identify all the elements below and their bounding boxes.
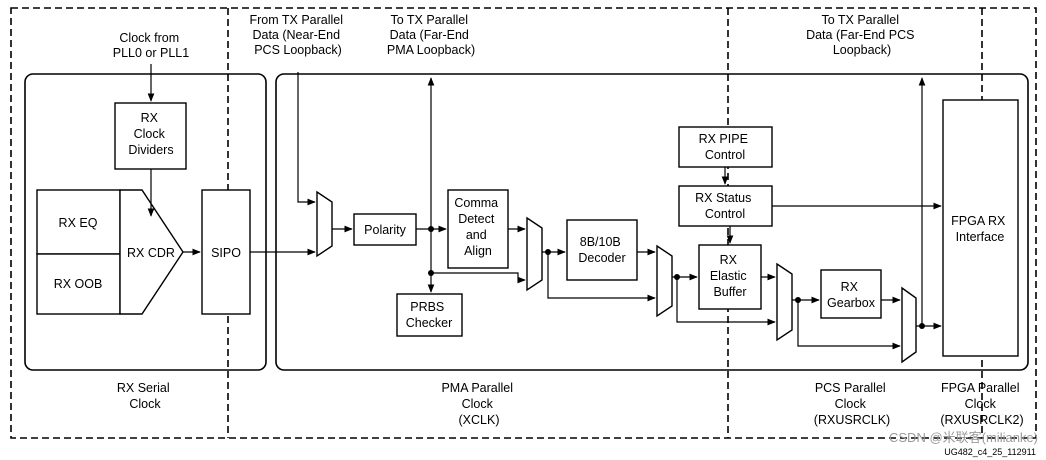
outer-dashed-frame [10, 7, 1037, 439]
comma-detect-block [447, 189, 509, 269]
rx-eq-text: RX EQ [59, 216, 98, 230]
fpga-parallel-clock-label: FPGA Parallel Clock (RXUSRCLK2) [940, 381, 1023, 427]
fpga-rx-interface-block [942, 99, 1019, 357]
sipo-block [201, 189, 251, 315]
decoder-8b10b-text: 8B/10B Decoder [578, 235, 625, 265]
comma-detect-text: Comma Detect and Align [454, 196, 501, 258]
rx-oob-text: RX OOB [54, 277, 103, 291]
rx-elastic-buffer-text: RX Elastic Buffer [710, 253, 750, 299]
to-tx-far-pma-label: To TX Parallel Data (Far-End PMA Loopbac… [387, 13, 475, 57]
sipo-text: SIPO [211, 246, 241, 260]
clock-from-label: Clock from PLL0 or PLL1 [113, 31, 189, 60]
rx-clock-dividers-block [114, 102, 187, 170]
pcs-parallel-clock-label: PCS Parallel Clock (RXUSRCLK) [814, 381, 890, 427]
rx-gearbox-block [820, 269, 882, 319]
pma-parallel-clock-label: PMA Parallel Clock (XCLK) [441, 381, 516, 427]
multiplexers [316, 190, 917, 364]
figure-code: UG482_c4_25_112911 [944, 447, 1036, 457]
pma-pcs-parallel-group [275, 73, 1029, 371]
clock-domain-frames [10, 7, 1037, 439]
text-labels: Clock from PLL0 or PLL1 From TX Parallel… [54, 13, 1038, 457]
from-tx-near-end-label: From TX Parallel Data (Near-End PCS Loop… [249, 13, 346, 57]
rx-clock-dividers-text: RX Clock Dividers [128, 111, 173, 157]
rx-gearbox-text: RX Gearbox [827, 280, 876, 310]
rx-cdr-text: RX CDR [127, 246, 175, 260]
rx-elastic-buffer-block [698, 244, 762, 310]
rx-pipe-control-text: RX PIPE Control [699, 132, 752, 162]
pma-serial-group [24, 73, 267, 371]
signal-lines [147, 64, 942, 350]
rx-oob-block [36, 253, 121, 315]
mux-buffer-bypass [776, 262, 793, 342]
blocks [36, 99, 1019, 357]
fpga-rx-interface-text: FPGA RX Interface [951, 214, 1009, 244]
rx-status-control-block [678, 185, 773, 227]
prbs-checker-block [396, 293, 463, 337]
csdn-watermark: CSDN @米联客(milianke) [889, 430, 1038, 445]
mux-polarity-input [316, 190, 333, 258]
mux-decoder-bypass [656, 244, 673, 318]
mux-gearbox-bypass [901, 286, 917, 364]
polarity-text: Polarity [364, 223, 406, 237]
rx-cdr-block [119, 189, 184, 315]
prbs-checker-text: PRBS Checker [406, 300, 453, 330]
to-tx-far-pcs-label: To TX Parallel Data (Far-End PCS Loopbac… [806, 13, 918, 57]
rx-serial-clock-label: RX Serial Clock [117, 381, 173, 411]
mux-comma-bypass [526, 216, 543, 292]
junction-dots [428, 226, 925, 329]
decoder-8b10b-block [566, 219, 638, 281]
rx-status-control-text: RX Status Control [695, 191, 755, 221]
polarity-block [353, 213, 417, 246]
